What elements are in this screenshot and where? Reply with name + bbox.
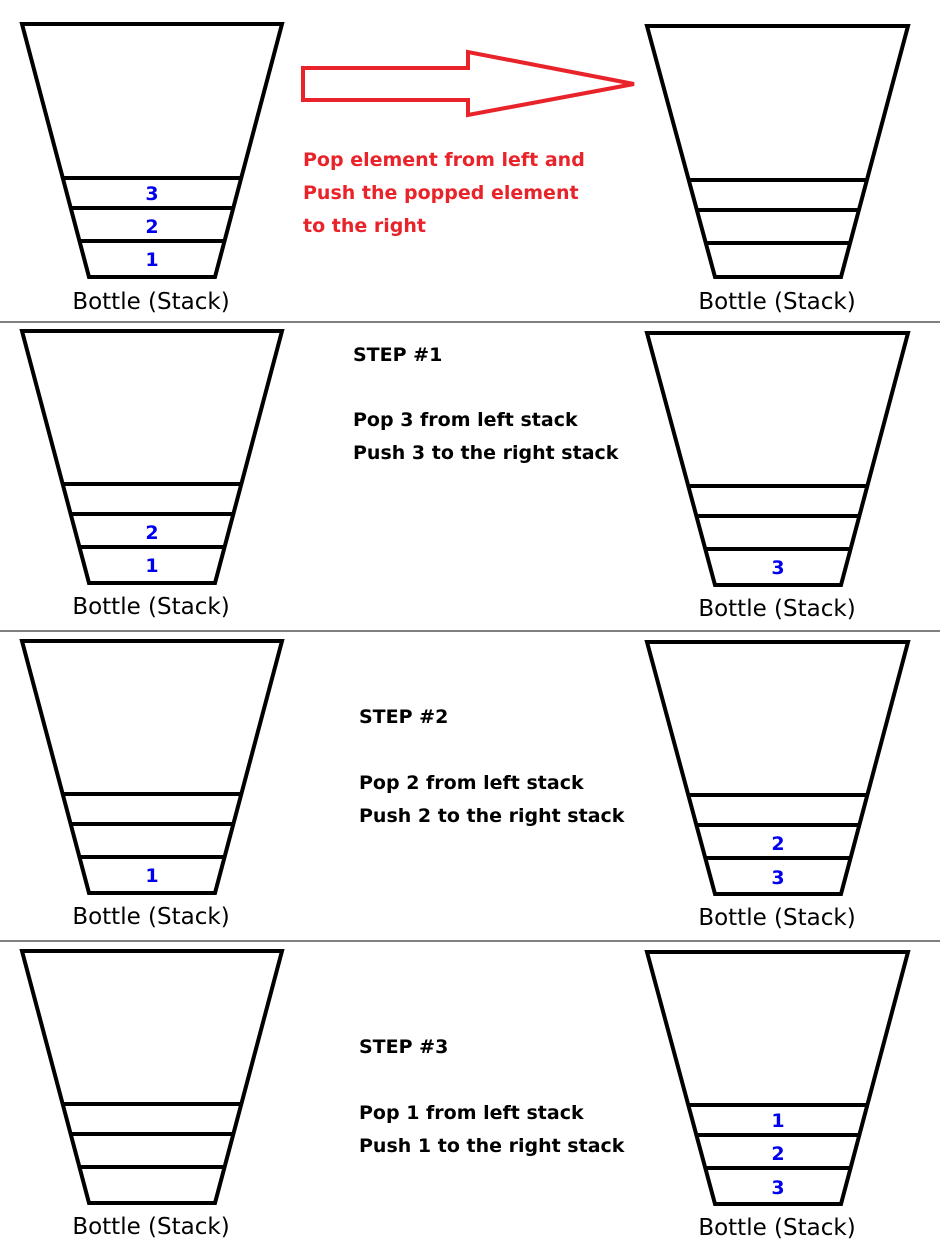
step1-title: STEP #1 [353, 344, 442, 366]
intro-caption-line-3: to the right [303, 215, 426, 237]
step3-right-slot-3: 1 [771, 1110, 784, 1132]
step2-text: STEP #2 Pop 2 from left stack Push 2 to … [359, 706, 625, 827]
step2-line-2: Push 2 to the right stack [359, 805, 625, 827]
step1-line-1: Pop 3 from left stack [353, 409, 578, 431]
step1-left-slot-4: 2 [145, 522, 158, 544]
intro-arrow [301, 49, 635, 118]
step2-left-bottle: 1 Bottle (Stack) [19, 639, 285, 930]
step1-line-2: Push 3 to the right stack [353, 442, 619, 464]
intro-left-slot-3: 3 [145, 183, 158, 205]
step3-text: STEP #3 Pop 1 from left stack Push 1 to … [359, 1036, 625, 1157]
step2-right-slot-5: 3 [771, 867, 784, 889]
step2-line-1: Pop 2 from left stack [359, 772, 584, 794]
step3-left-bottle: Bottle (Stack) [19, 949, 285, 1240]
intro-caption-line-1: Pop element from left and [303, 149, 585, 171]
step3-line-1: Pop 1 from left stack [359, 1102, 584, 1124]
step1-left-slot-5: 1 [145, 555, 158, 577]
intro-right-label: Bottle (Stack) [698, 289, 855, 315]
step1-right-label: Bottle (Stack) [698, 596, 855, 622]
intro-right-bottle: Bottle (Stack) [644, 24, 911, 315]
intro-caption: Pop element from left and Push the poppe… [303, 149, 585, 237]
step3-right-slot-4: 2 [771, 1143, 784, 1165]
intro-left-slot-4: 2 [145, 216, 158, 238]
step1-text: STEP #1 Pop 3 from left stack Push 3 to … [353, 344, 619, 464]
step3-left-label: Bottle (Stack) [72, 1214, 229, 1240]
step3-right-bottle: 1 2 3 Bottle (Stack) [644, 950, 911, 1241]
intro-caption-line-2: Push the popped element [303, 182, 579, 204]
step3-title: STEP #3 [359, 1036, 448, 1058]
step2-right-label: Bottle (Stack) [698, 905, 855, 931]
intro-left-slot-5: 1 [145, 249, 158, 271]
step1-left-bottle: 2 1 Bottle (Stack) [19, 329, 285, 620]
intro-left-label: Bottle (Stack) [72, 289, 229, 315]
step2-right-slot-4: 2 [771, 833, 784, 855]
step2-title: STEP #2 [359, 706, 448, 728]
step3-line-2: Push 1 to the right stack [359, 1135, 625, 1157]
step1-right-slot-5: 3 [771, 557, 784, 579]
step3-right-label: Bottle (Stack) [698, 1215, 855, 1241]
step2-right-bottle: 2 3 Bottle (Stack) [644, 640, 911, 931]
step3-right-slot-5: 3 [771, 1177, 784, 1199]
step2-left-slot-5: 1 [145, 865, 158, 887]
step1-left-label: Bottle (Stack) [72, 594, 229, 620]
step1-right-bottle: 3 Bottle (Stack) [644, 331, 911, 622]
step2-left-label: Bottle (Stack) [72, 904, 229, 930]
intro-left-bottle: 3 2 1 Bottle (Stack) [19, 22, 285, 315]
